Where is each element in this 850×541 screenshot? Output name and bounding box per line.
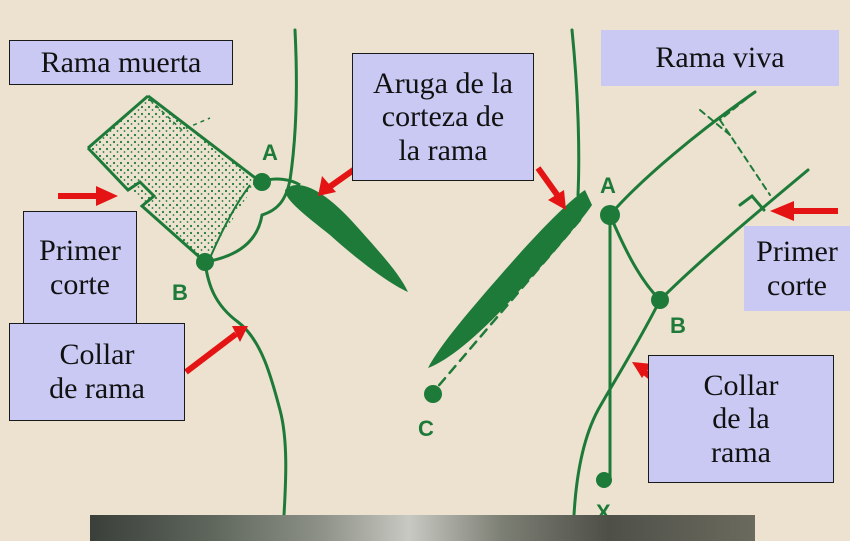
point-a-right-label: A (600, 173, 616, 198)
point-a-right (600, 205, 620, 225)
label-rama-viva: Rama viva (601, 30, 839, 86)
label-collar-left-line-1: Collar (59, 338, 135, 372)
label-collar-right: Collar de la rama (648, 355, 834, 483)
label-arruga-corteza: Aruga de la corteza de la rama (352, 53, 534, 181)
label-rama-muerta: Rama muerta (9, 40, 233, 85)
point-b-right (651, 291, 669, 309)
arrow-collar-left (184, 326, 248, 375)
point-b-left-label: B (172, 280, 188, 305)
point-a-left (253, 173, 271, 191)
point-c (424, 385, 442, 403)
label-primer-corte-left: Primer corte (23, 211, 137, 324)
point-a-left-label: A (262, 140, 278, 165)
point-b-right-label: B (670, 313, 686, 338)
label-collar-left: Collar de rama (9, 323, 185, 421)
label-collar-right-line-2: de la (712, 402, 770, 436)
point-c-label: C (418, 416, 434, 441)
arrow-primer-corte-right (770, 201, 838, 221)
label-primer-corte-right-line-2: corte (767, 268, 827, 302)
left-trunk (203, 28, 298, 517)
arrow-arruga-right (535, 166, 566, 210)
label-arruga-line-2: corteza de (381, 100, 505, 134)
photo-strip (90, 515, 755, 541)
bark-ridge-right (428, 190, 592, 368)
dead-branch (86, 94, 259, 264)
label-rama-muerta-text: Rama muerta (40, 45, 202, 79)
label-rama-viva-text: Rama viva (655, 41, 785, 75)
label-collar-right-line-3: rama (711, 435, 771, 469)
label-arruga-line-3: la rama (398, 133, 488, 167)
label-primer-corte-right: Primer corte (744, 226, 850, 311)
point-b-left (196, 253, 214, 271)
label-arruga-line-1: Aruga de la (373, 66, 513, 100)
label-primer-corte-left-line-2: corte (50, 267, 110, 301)
label-primer-corte-left-line-1: Primer (39, 233, 121, 267)
label-collar-left-line-2: de rama (49, 372, 145, 405)
arrow-primer-corte-left (58, 186, 118, 206)
point-x (596, 472, 612, 488)
label-primer-corte-right-line-1: Primer (756, 234, 838, 268)
label-collar-right-line-1: Collar (703, 368, 779, 402)
